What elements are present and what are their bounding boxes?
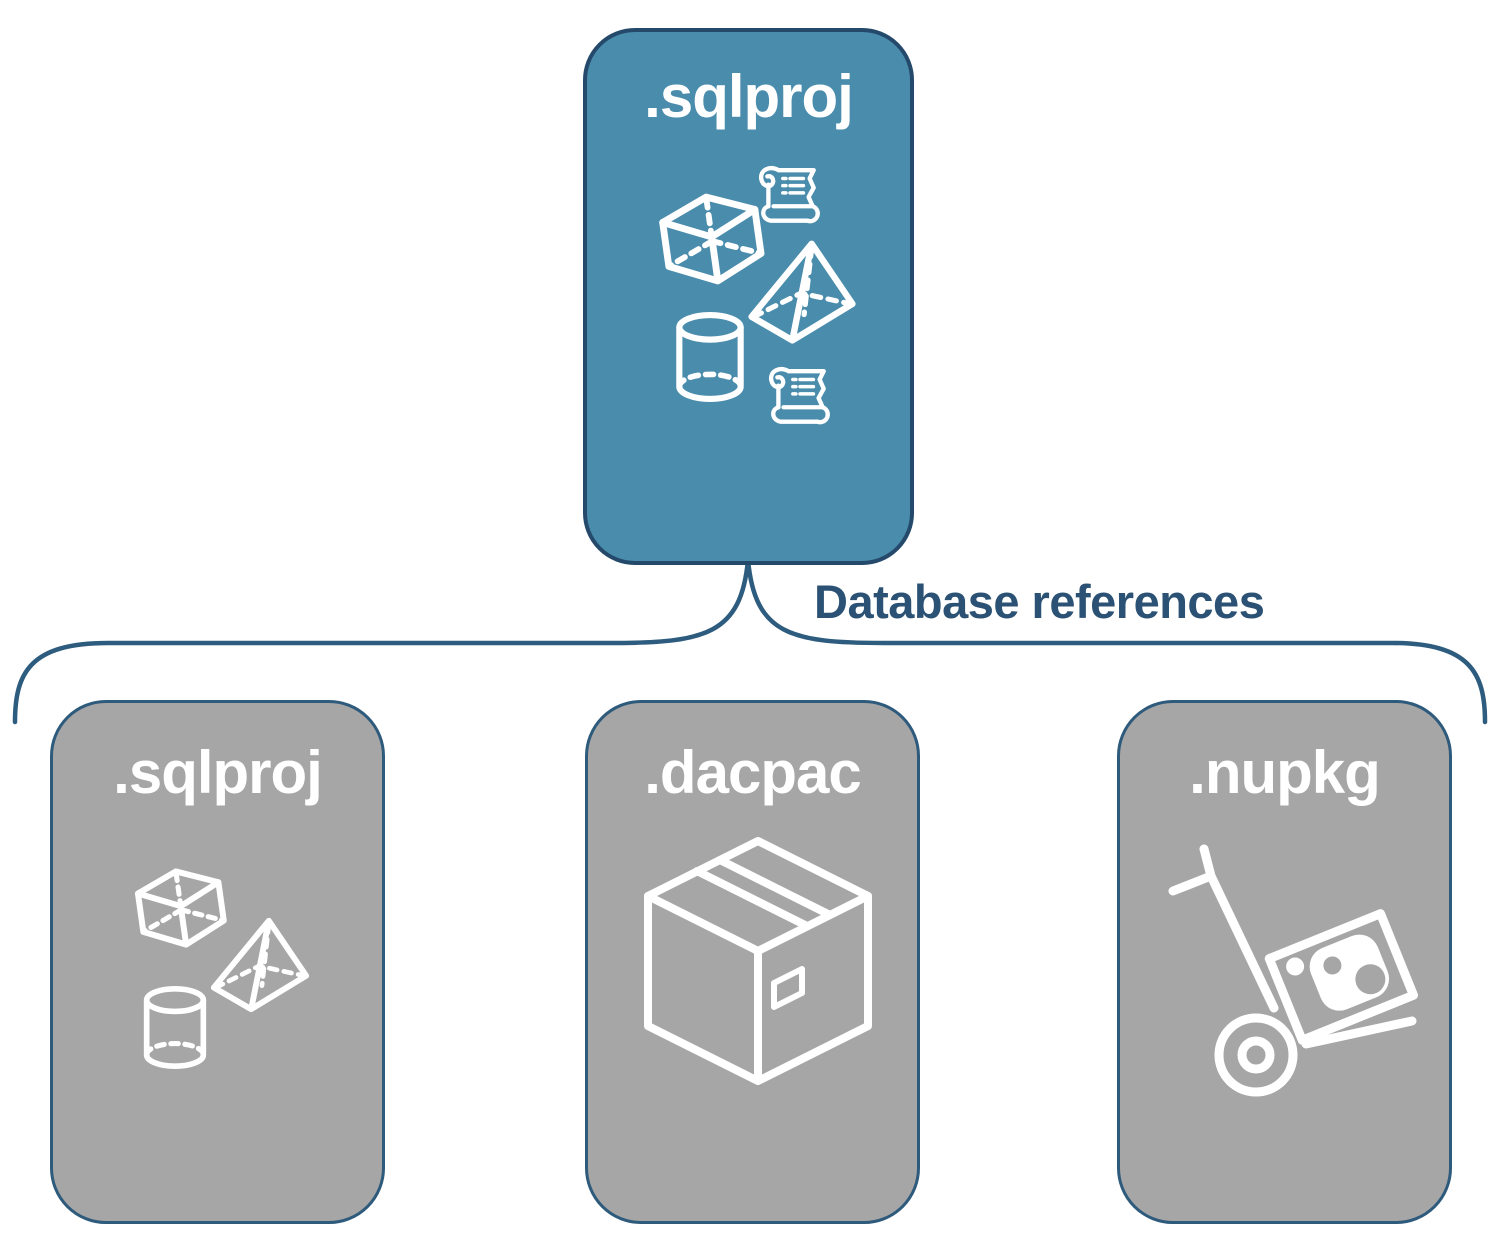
nuget-handtruck-icon [1162,843,1444,1145]
child-card-nupkg: .nupkg [1117,700,1452,1224]
child-card-title: .nupkg [1189,739,1381,806]
script-scroll-icon [755,161,823,233]
pyramid-icon [743,235,861,347]
root-card-sqlproj: .sqlproj [583,28,914,565]
child-card-title: .dacpac [644,739,861,806]
connector-label: Database references [814,575,1265,628]
script-scroll-icon [765,362,833,434]
package-box-icon [638,831,878,1093]
cylinder-icon [671,311,749,403]
cube-icon [133,863,229,953]
pyramid-icon [206,913,314,1015]
child-card-sqlproj: .sqlproj [50,700,385,1224]
child-card-title: .sqlproj [113,739,323,806]
cube-icon [657,187,767,291]
child-card-dacpac: .dacpac [585,700,920,1224]
root-card-title: .sqlproj [644,63,854,130]
cylinder-icon [139,985,211,1070]
